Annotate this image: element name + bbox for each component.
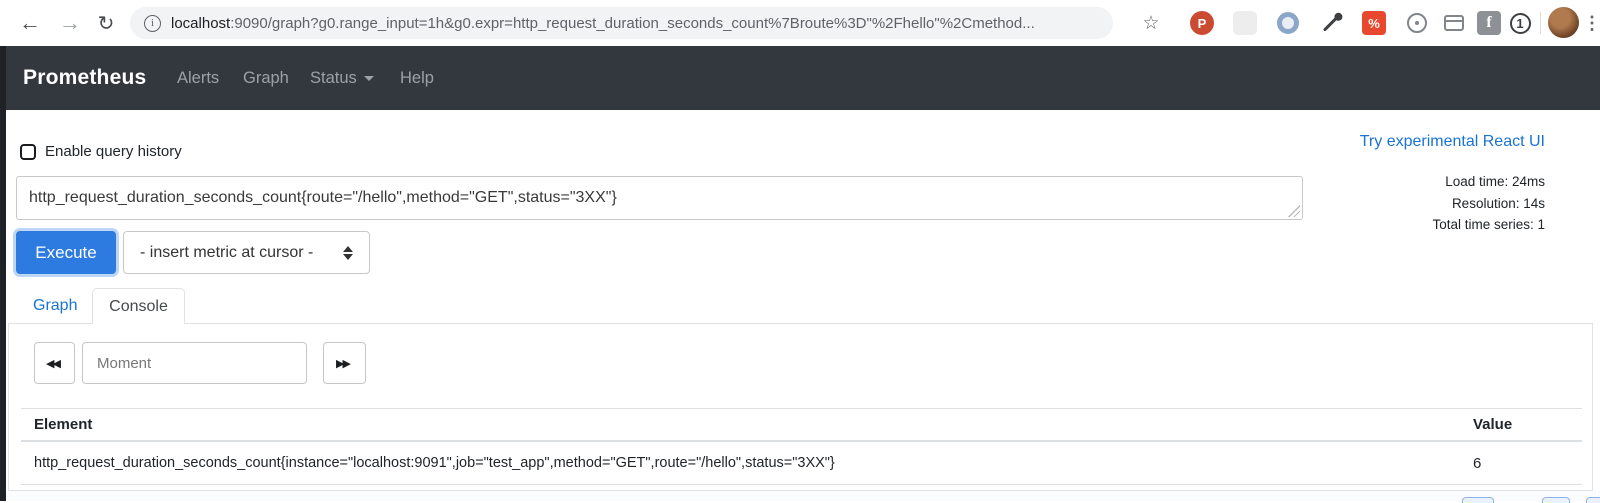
url-host: localhost <box>171 14 231 32</box>
table-row: http_request_duration_seconds_count{inst… <box>21 442 1582 485</box>
nav-item-graph[interactable]: Graph <box>243 68 289 87</box>
window-glyph <box>1444 15 1464 31</box>
brand-prometheus[interactable]: Prometheus <box>23 66 147 89</box>
bookmark-star-icon[interactable]: ☆ <box>1142 12 1160 34</box>
forward-icon[interactable]: → <box>59 10 81 35</box>
nav-item-help[interactable]: Help <box>400 68 434 87</box>
tab-console[interactable]: Console <box>92 288 185 324</box>
radar-glyph <box>1407 13 1427 33</box>
nav-item-alerts[interactable]: Alerts <box>177 68 220 87</box>
site-info-icon[interactable]: i <box>144 14 161 32</box>
url-text: localhost:9090/graph?g0.range_input=1h&g… <box>171 15 1035 32</box>
query-history-label: Enable query history <box>45 143 182 160</box>
pinterest-extension-icon[interactable]: P <box>1190 11 1214 35</box>
window-extension-icon[interactable] <box>1442 11 1466 35</box>
react-ui-link[interactable]: Try experimental React UI <box>1359 133 1545 150</box>
resolution: Resolution: 14s <box>1451 195 1545 211</box>
window-edge-strip <box>0 46 6 501</box>
circled-one-glyph: 1 <box>1509 12 1531 34</box>
console-table: Element Value http_request_duration_seco… <box>21 408 1582 485</box>
percent-extension-icon[interactable]: % <box>1362 11 1386 35</box>
cutoff-button-1[interactable] <box>1462 497 1494 503</box>
total-time-series: Total time series: 1 <box>1432 217 1545 232</box>
expression-input[interactable] <box>16 176 1303 220</box>
colorpicker-extension-icon[interactable] <box>1319 11 1343 35</box>
nav-item-status[interactable]: Status <box>310 46 374 110</box>
reload-icon[interactable]: ↻ <box>97 12 115 35</box>
eyedropper-glyph <box>1322 14 1340 32</box>
fast-forward-button[interactable]: ▶▶ <box>323 342 366 384</box>
query-history-checkbox[interactable] <box>20 143 36 160</box>
page-footer-strip <box>6 491 1600 501</box>
row-value: 6 <box>1473 454 1482 472</box>
toolbar-divider <box>1540 12 1541 34</box>
moment-input[interactable] <box>82 342 307 384</box>
console-panel: ◀◀ ▶▶ Element Value http_request_duratio… <box>8 323 1593 491</box>
insert-metric-label: - insert metric at cursor - <box>140 243 314 261</box>
browser-menu-icon[interactable]: ⋮ <box>1583 12 1600 33</box>
load-time: Load time: 24ms <box>1445 174 1545 189</box>
browser-toolbar: ← → ↻ i localhost:9090/graph?g0.range_in… <box>0 0 1600 46</box>
resize-grip-icon[interactable] <box>1288 205 1300 217</box>
radar-extension-icon[interactable] <box>1405 11 1429 35</box>
insert-metric-dropdown[interactable]: - insert metric at cursor - <box>123 231 370 274</box>
url-bar[interactable]: i localhost:9090/graph?g0.range_input=1h… <box>130 7 1113 39</box>
onepassword-extension-icon[interactable]: 1 <box>1508 11 1532 35</box>
swirl-glyph <box>1277 12 1299 34</box>
table-header-row: Element Value <box>21 408 1582 442</box>
cutoff-button-2[interactable] <box>1542 497 1570 503</box>
execute-button[interactable]: Execute <box>16 231 116 274</box>
row-element-expression: http_request_duration_seconds_count{inst… <box>34 455 835 471</box>
rewind-button[interactable]: ◀◀ <box>34 342 75 384</box>
disabled-extension-icon[interactable] <box>1233 11 1257 35</box>
header-value: Value <box>1473 416 1513 433</box>
query-stats: Load time: 24ms Resolution: 14s Total ti… <box>1432 171 1545 236</box>
nav-status-label: Status <box>310 68 357 87</box>
swirl-extension-icon[interactable] <box>1276 11 1300 35</box>
facebook-extension-icon[interactable]: f <box>1477 11 1501 35</box>
header-element: Element <box>34 416 93 433</box>
cutoff-button-3[interactable] <box>1586 497 1600 503</box>
profile-avatar[interactable] <box>1548 7 1579 38</box>
prometheus-navbar: Prometheus Alerts Graph Status Help <box>0 46 1600 110</box>
tab-graph[interactable]: Graph <box>33 296 78 314</box>
select-caret-icon <box>343 245 353 260</box>
query-history-row: Enable query history <box>20 143 182 160</box>
url-path: :9090/graph?g0.range_input=1h&g0.expr=ht… <box>230 14 1035 32</box>
chevron-down-icon <box>363 75 374 81</box>
back-icon[interactable]: ← <box>19 10 41 35</box>
